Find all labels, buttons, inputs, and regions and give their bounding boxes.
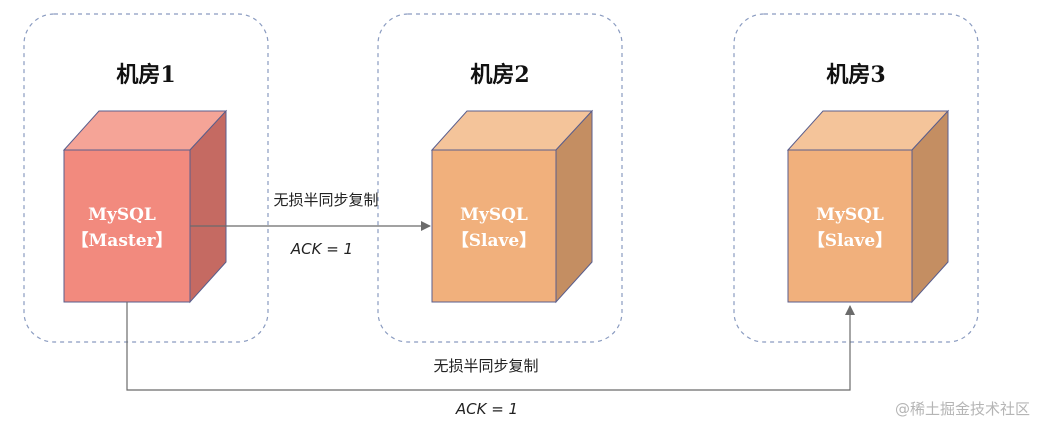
master-node-cube: MySQL 【Master】 xyxy=(62,109,228,304)
slave-1-node-role: 【Slave】 xyxy=(452,230,536,251)
watermark-text: @稀土掘金技术社区 xyxy=(895,400,1030,418)
room-1-boundary xyxy=(23,13,269,343)
slave-2-node-name: MySQL xyxy=(816,205,884,225)
cube-1-front xyxy=(63,149,191,303)
master-node-role: 【Master】 xyxy=(71,230,172,251)
cube-2-front xyxy=(431,149,557,303)
slave-node-cube-2: MySQL 【Slave】 xyxy=(786,109,950,304)
ack-label-2: ACK = 1 xyxy=(455,400,518,418)
replication-link-2: 无损半同步复制 ACK = 1 xyxy=(126,302,855,418)
master-node-name: MySQL xyxy=(88,205,156,225)
replication-label-2: 无损半同步复制 xyxy=(433,357,538,375)
room-2: 机房2 MySQL 【Slave】 xyxy=(377,13,623,343)
room-1: 机房1 MySQL 【Master】 xyxy=(23,13,269,343)
room-3: 机房3 MySQL 【Slave】 xyxy=(733,13,979,343)
cube-3-front xyxy=(787,149,913,303)
slave-1-node-name: MySQL xyxy=(460,205,528,225)
room-2-title: 机房2 xyxy=(470,62,529,88)
slave-node-cube-1: MySQL 【Slave】 xyxy=(430,109,594,304)
replication-label-1: 无损半同步复制 xyxy=(273,191,378,209)
room-3-boundary xyxy=(733,13,979,343)
room-2-boundary xyxy=(377,13,623,343)
room-1-title: 机房1 xyxy=(116,62,175,88)
room-3-title: 机房3 xyxy=(826,62,885,88)
replication-arrow-2 xyxy=(126,302,855,391)
slave-2-node-role: 【Slave】 xyxy=(808,230,892,251)
replication-link-1: 无损半同步复制 ACK = 1 xyxy=(190,191,431,258)
ack-label-1: ACK = 1 xyxy=(290,240,353,258)
